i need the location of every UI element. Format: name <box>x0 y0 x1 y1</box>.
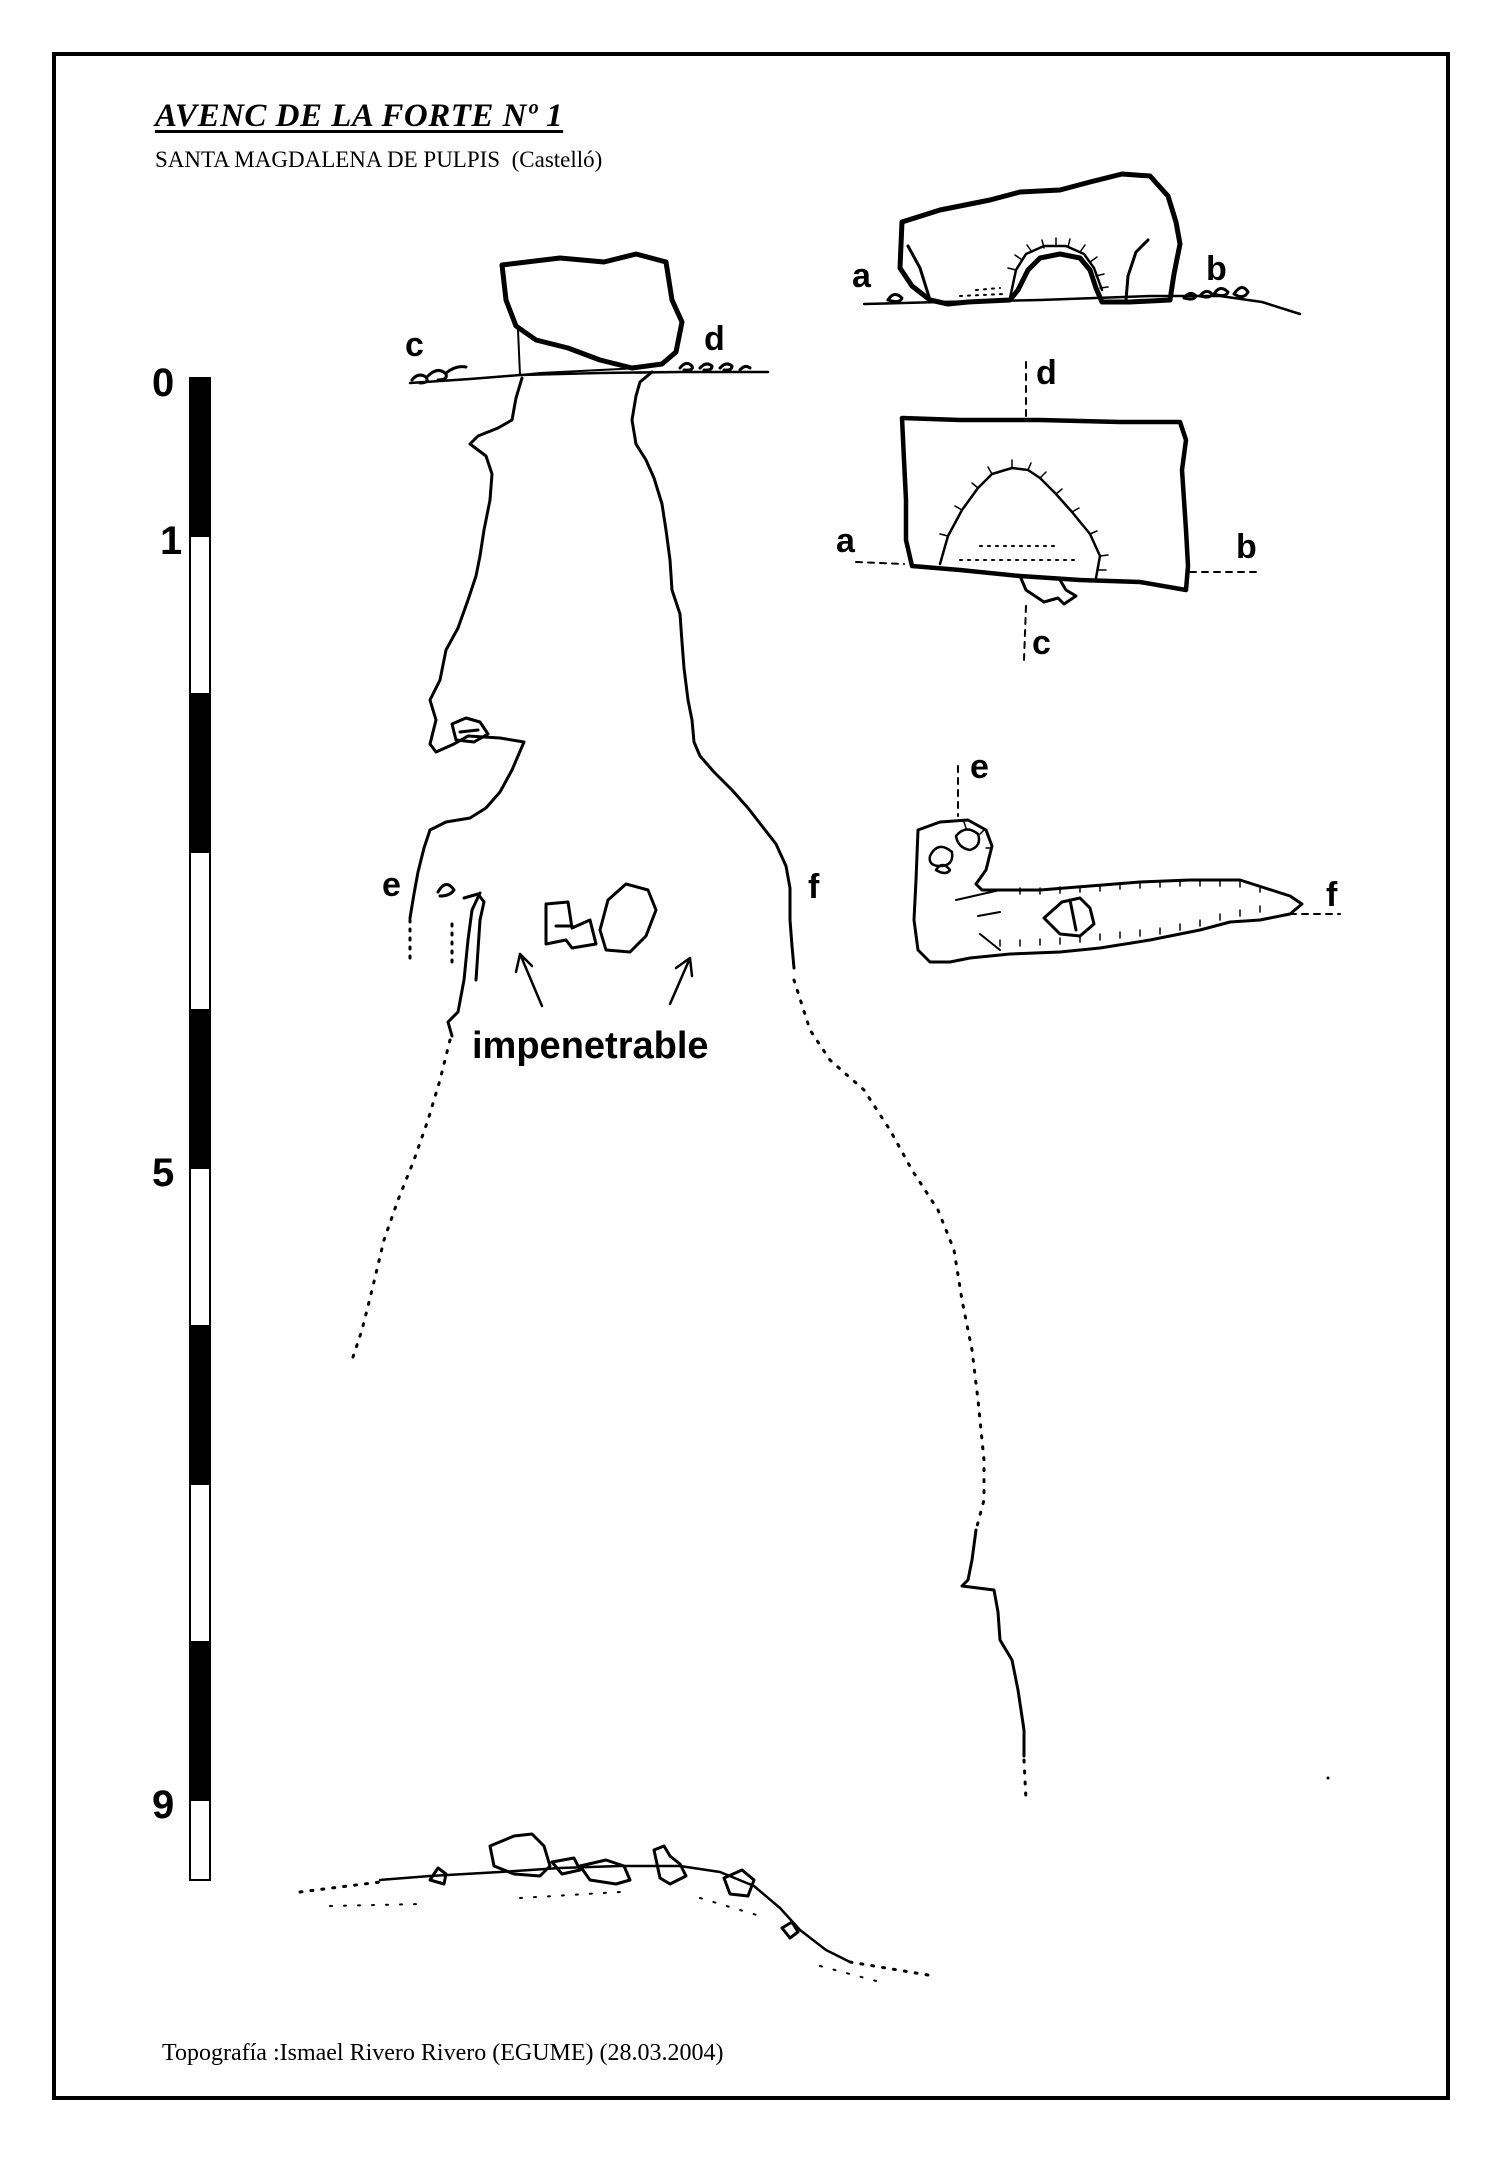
ab-stones-b <box>1182 286 1250 301</box>
section-label-b-plan: b <box>1236 528 1257 566</box>
ab-crack <box>1124 238 1150 302</box>
scale-segment-1 <box>189 377 211 537</box>
main-section-profile <box>298 251 1028 1983</box>
plan-pit-outline <box>938 466 1102 580</box>
ab-boulder-left-crack <box>906 244 932 302</box>
scale-segment-2 <box>189 535 211 695</box>
right-wall <box>630 370 796 970</box>
location-name: SANTA MAGDALENA DE PULPIS <box>155 147 501 172</box>
section-label-d: d <box>704 320 725 358</box>
scale-segment-10 <box>189 1799 211 1881</box>
scale-label-1: 1 <box>160 519 182 563</box>
scale-segment-9 <box>189 1641 211 1801</box>
plan-axis-ab <box>855 561 1257 573</box>
survey-credit: Topografía :Ismael Rivero Rivero (EGUME)… <box>162 2040 724 2066</box>
entrance-plan <box>855 361 1257 661</box>
ef-boulders-left <box>928 828 981 875</box>
location-region: (Castelló) <box>511 147 603 172</box>
scale-label-9: 9 <box>152 1783 174 1827</box>
wall-rock-chunk <box>450 716 490 744</box>
section-label-d-plan: d <box>1036 354 1057 392</box>
ab-stones-a <box>886 293 904 304</box>
floor-boulders <box>428 1832 800 1940</box>
ab-boulder-outline <box>897 171 1183 307</box>
ab-arch <box>1008 244 1104 300</box>
scale-segment-7 <box>189 1325 211 1485</box>
surface-line <box>408 370 770 385</box>
stray-speck <box>1326 1776 1330 1780</box>
section-label-a-plan: a <box>836 522 856 560</box>
right-wall-lower <box>960 1528 1026 1758</box>
left-wall-lower <box>446 891 482 1038</box>
entrance-base-line <box>519 367 641 376</box>
ab-fill-dots <box>943 287 1011 303</box>
surface-rocks-d <box>678 361 752 372</box>
impenetrable-label: impenetrable <box>472 1025 709 1067</box>
plan-outline <box>899 415 1191 593</box>
scale-segment-3 <box>189 693 211 853</box>
ef-outline <box>912 818 1304 964</box>
left-wall <box>408 376 526 920</box>
narrowing-dots-e <box>408 918 454 964</box>
scale-segment-8 <box>189 1483 211 1643</box>
section-label-a-top: a <box>852 257 872 295</box>
narrow-rocks-e <box>436 883 486 982</box>
page-border <box>52 52 1450 2100</box>
floor-dotted-left <box>298 1880 382 1894</box>
impenetrable-blocks <box>544 882 658 954</box>
survey-title: AVENC DE LA FORTE Nº 1 <box>155 98 564 134</box>
entrance-side-line <box>517 329 521 376</box>
section-label-e-plan: e <box>970 748 989 786</box>
section-label-f-main: f <box>808 868 820 906</box>
impenetrable-arrow-right <box>668 956 694 1006</box>
survey-location: SANTA MAGDALENA DE PULPIS (Castelló) <box>155 147 602 173</box>
plan-pit-base-dots <box>959 545 1081 561</box>
right-wall-lower-dotted <box>1022 1758 1028 1802</box>
scale-label-5: 5 <box>152 1151 174 1195</box>
ab-arch-ticks <box>1007 237 1109 289</box>
impenetrable-arrow-left <box>514 952 544 1008</box>
ef-boulder-mid <box>1042 896 1096 938</box>
floor-dotted-right <box>848 1960 936 1978</box>
ef-chamber-ticks <box>963 821 993 849</box>
ef-lower-ticks <box>999 905 1261 947</box>
scale-bar <box>189 377 211 1881</box>
ef-inner-hatch <box>955 889 1001 951</box>
scale-segment-4 <box>189 851 211 1011</box>
entrance-boulder <box>499 251 685 371</box>
section-label-c-plan: c <box>1032 624 1051 662</box>
ef-upper-ticks <box>1019 879 1261 895</box>
floor-dotted-under <box>329 1891 881 1983</box>
left-wall-dotted <box>350 1038 452 1362</box>
plan-protrusion <box>1018 574 1078 606</box>
right-wall-dotted <box>792 978 986 1532</box>
plan-axis-cd <box>1023 361 1027 661</box>
section-label-f-plan: f <box>1326 876 1338 914</box>
surface-rocks-c <box>410 365 468 385</box>
section-label-b-top: b <box>1206 250 1227 288</box>
scale-segment-5 <box>189 1009 211 1169</box>
section-label-e-main: e <box>382 866 401 904</box>
entrance-section-ab <box>862 171 1302 316</box>
passage-section-ef <box>912 765 1341 964</box>
section-label-c: c <box>405 326 424 364</box>
plan-pit-ticks <box>939 459 1109 571</box>
scale-label-0: 0 <box>152 361 174 405</box>
floor-line <box>378 1864 852 1964</box>
scale-segment-6 <box>189 1167 211 1327</box>
